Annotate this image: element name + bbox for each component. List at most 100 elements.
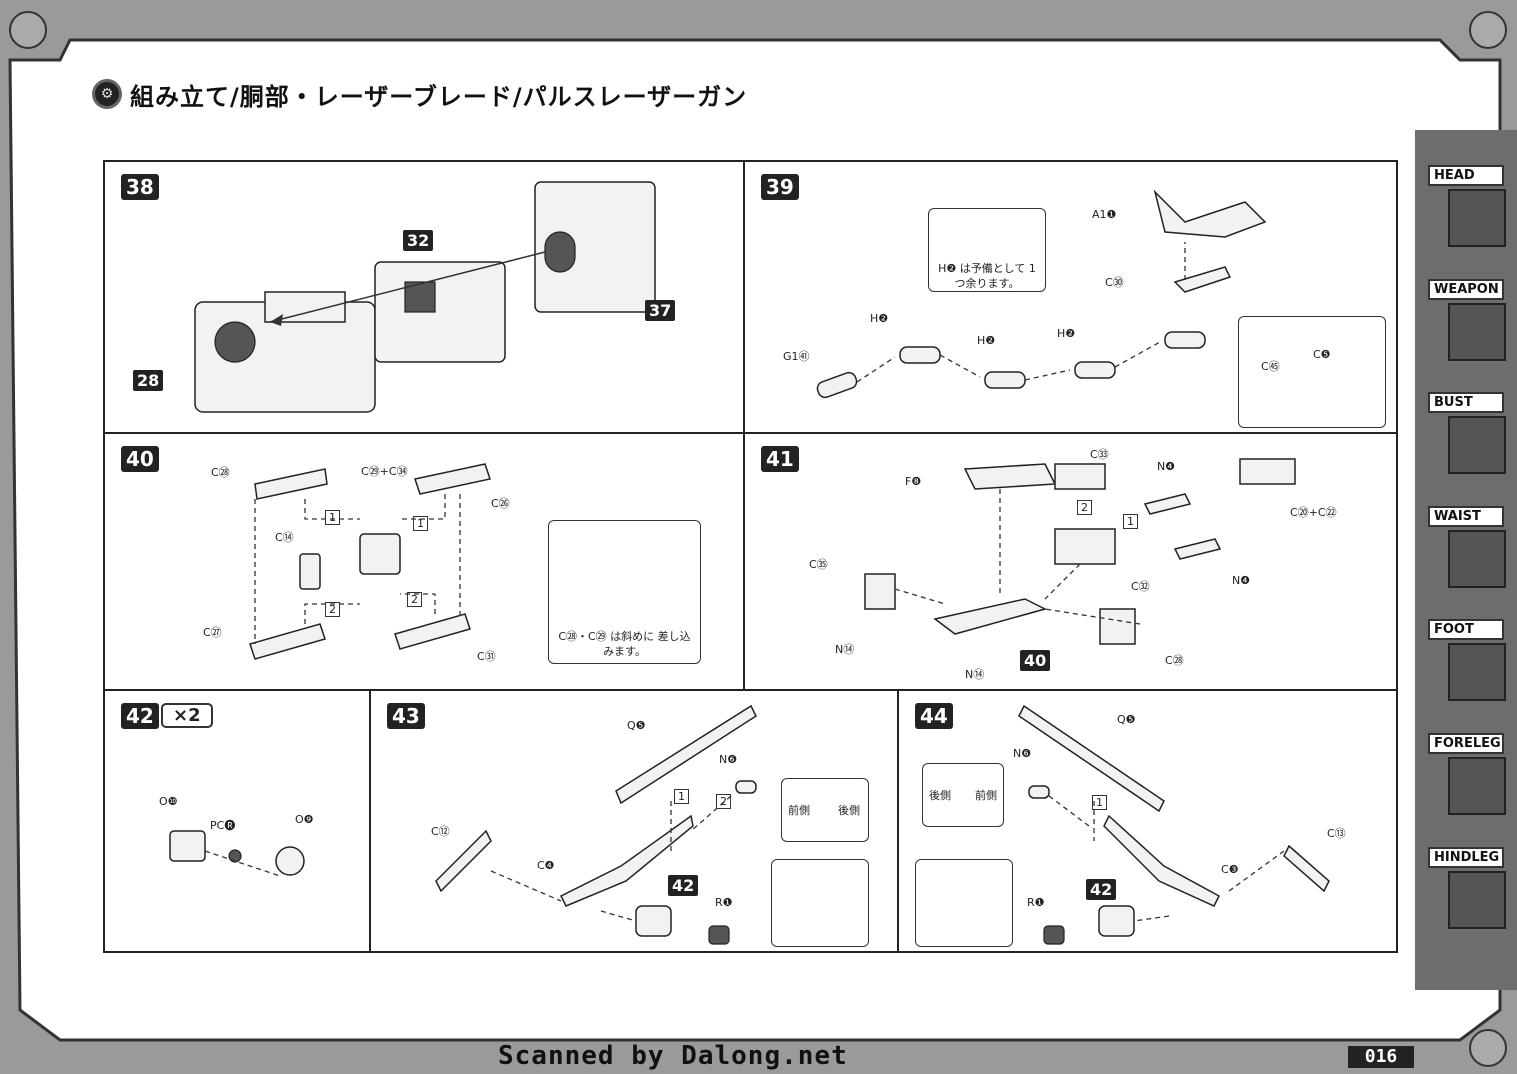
page-number: 016 <box>1348 1046 1414 1068</box>
part-label: C㉟ <box>809 558 828 571</box>
step-43-panel: 43 Q❺ N❻ C⑫ C❹ R❶ 1 2 42 前側 後側 <box>369 689 899 953</box>
foreleg-thumbnail <box>1448 757 1506 815</box>
part-label: C㉛ <box>477 650 496 663</box>
bust-thumbnail <box>1448 416 1506 474</box>
corner-bolt-icon <box>1469 11 1507 49</box>
part-label: PC🅡 <box>210 819 236 832</box>
part-label: R❶ <box>1027 896 1045 909</box>
part-label: F❽ <box>905 475 922 488</box>
part-28-assembly <box>194 291 376 413</box>
part-tag: 37 <box>645 300 676 321</box>
front-side-label: 前側 <box>975 789 997 802</box>
side-tab-bust[interactable]: BUST <box>1428 392 1510 474</box>
part-tag: 40 <box>1020 650 1051 671</box>
part-label: C㉖ <box>491 497 510 510</box>
order-marker: 2 <box>407 592 422 607</box>
step-39-panel: 39 A1❶ C㉚ H❷ H❷ H❷ G1㊶ H❷ は予備として 1つ余ります。… <box>743 160 1398 434</box>
part-label: Q❺ <box>627 719 646 732</box>
step-number: 43 <box>387 703 425 729</box>
part-label: C⑳+C㉒ <box>1290 506 1337 519</box>
waist-thumbnail <box>1448 530 1506 588</box>
part-label: C㉗ <box>203 626 222 639</box>
weapon-thumbnail <box>1448 303 1506 361</box>
step-40-diagram <box>249 463 491 660</box>
part-label: N❹ <box>1232 574 1251 587</box>
step-44-panel: 44 Q❺ N❻ C⑬ C❸ R❶ 1 42 後側 前側 <box>897 689 1398 953</box>
spare-part-note: H❷ は予備として 1つ余ります。 <box>928 208 1046 292</box>
part-label: C⑭ <box>275 531 294 544</box>
gear-icon: ⚙ <box>92 79 122 109</box>
head-thumbnail <box>1448 189 1506 247</box>
step-43-diagram <box>435 704 757 945</box>
step-number: 44 <box>915 703 953 729</box>
front-side-label: 前側 <box>788 804 810 817</box>
back-side-label: 後側 <box>929 789 951 802</box>
part-label: H❷ <box>977 334 996 347</box>
order-marker: 1 <box>1123 514 1138 529</box>
insertion-note: C㉘・C㉙ は斜めに 差し込みます。 <box>548 520 701 664</box>
step-number: 42 <box>121 703 159 729</box>
part-label: N❻ <box>719 753 738 766</box>
step-41-panel: 41 F❽ C㉝ N❹ C⑳+C㉒ C㉟ C㉜ N❹ N⑭ N⑭ C㉘ 2 1 … <box>743 432 1398 697</box>
part-label: O❿ <box>159 795 178 808</box>
side-tab-foreleg[interactable]: FORELEG <box>1428 733 1510 815</box>
hindleg-thumbnail <box>1448 871 1506 929</box>
order-marker: 1 <box>674 789 689 804</box>
part-label: C㉝ <box>1090 448 1109 461</box>
part-label: G1㊶ <box>783 350 810 363</box>
part-label: H❷ <box>1057 327 1076 340</box>
part-label: H❷ <box>870 312 889 325</box>
part-label: C⑬ <box>1327 827 1346 840</box>
scan-credit: Scanned by Dalong.net <box>498 1041 848 1071</box>
detail-inset <box>771 859 869 947</box>
step-42-panel: 42 ×2 O❿ PC🅡 O❾ <box>103 689 371 953</box>
step-42-diagram <box>169 830 305 877</box>
side-tab-head[interactable]: HEAD <box>1428 165 1510 247</box>
step-number: 40 <box>121 446 159 472</box>
orientation-inset: 後側 前側 <box>922 763 1004 827</box>
part-label: A1❶ <box>1092 208 1117 221</box>
detail-inset: C㊺ C❺ <box>1238 316 1386 428</box>
step-40-panel: 40 C㉘ C㉙+C㉞ C㉖ C⑭ C㉗ C㉛ 1 1 2 2 C㉘・C㉙ は斜… <box>103 432 745 691</box>
part-label: N⑭ <box>835 643 855 656</box>
order-marker: 1 <box>325 510 340 525</box>
part-label: C㉙+C㉞ <box>361 465 408 478</box>
page-title: 組み立て/胴部・レーザーブレード/パルスレーザーガン <box>130 82 748 111</box>
order-marker: 2 <box>325 602 340 617</box>
back-side-label: 後側 <box>838 804 860 817</box>
part-label: C❺ <box>1313 348 1331 361</box>
order-marker: 2 <box>716 794 731 809</box>
order-marker: 1 <box>413 516 428 531</box>
part-label: C❸ <box>1221 863 1239 876</box>
step-number: 39 <box>761 174 799 200</box>
orientation-inset: 前側 後側 <box>781 778 869 842</box>
step-number: 41 <box>761 446 799 472</box>
step-39-diagram <box>816 189 1267 399</box>
order-marker: 2 <box>1077 500 1092 515</box>
part-tag: 32 <box>403 230 434 251</box>
part-label: C㉜ <box>1131 580 1150 593</box>
part-label: C㊺ <box>1261 360 1280 373</box>
page-title-bar: ⚙ 組み立て/胴部・レーザーブレード/パルスレーザーガン <box>92 76 747 112</box>
detail-inset <box>915 859 1013 947</box>
side-tab-weapon[interactable]: WEAPON <box>1428 279 1510 361</box>
part-label: N❹ <box>1157 460 1176 473</box>
part-label: C⑫ <box>431 825 450 838</box>
step-44-diagram <box>1018 704 1330 945</box>
corner-bolt-icon <box>9 11 47 49</box>
part-label: Q❺ <box>1117 713 1136 726</box>
step-41-diagram <box>864 458 1296 645</box>
part-label: O❾ <box>295 813 314 826</box>
step-number: 38 <box>121 174 159 200</box>
part-label: C㉘ <box>1165 654 1184 667</box>
part-tag: 42 <box>1086 879 1117 900</box>
foot-thumbnail <box>1448 643 1506 701</box>
side-tab-waist[interactable]: WAIST <box>1428 506 1510 588</box>
part-label: N⑭ <box>965 668 985 681</box>
side-tab-foot[interactable]: FOOT <box>1428 619 1510 701</box>
part-label: N❻ <box>1013 747 1032 760</box>
part-32-assembly <box>374 261 506 363</box>
part-label: C❹ <box>537 859 555 872</box>
part-37-assembly <box>534 181 656 313</box>
side-tab-hindleg[interactable]: HINDLEG <box>1428 847 1510 929</box>
